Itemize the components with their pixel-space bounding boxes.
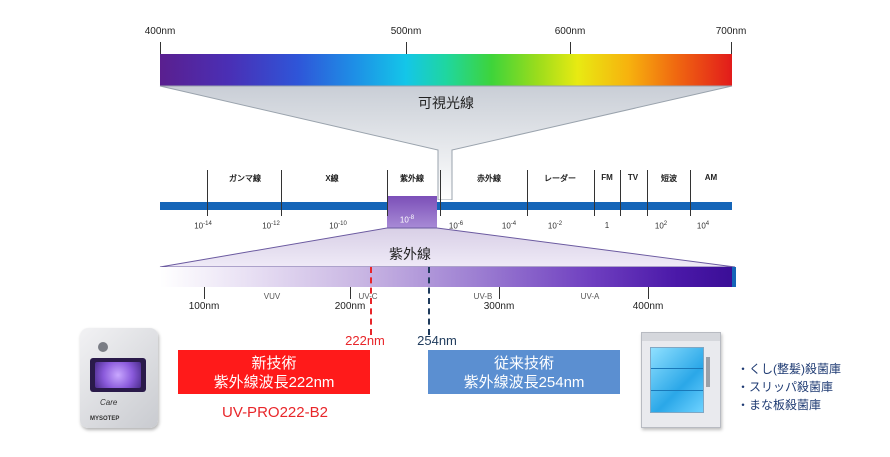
uv-tick-400: 400nm <box>632 301 664 312</box>
uv-tick-200: 200nm <box>334 301 366 312</box>
uv-tick-100: 100nm <box>188 301 220 312</box>
new-tech-line2: 紫外線波長222nm <box>213 374 335 391</box>
new-tech-model: UV-PRO222-B2 <box>222 404 328 421</box>
visible-tick-mark <box>406 42 407 54</box>
band-label: 短波 <box>661 174 677 183</box>
band-separator <box>281 170 282 216</box>
band-label: レーダー <box>544 174 576 183</box>
uv-title: 紫外線 <box>389 246 431 262</box>
exponent-label: 10-10 <box>329 221 347 231</box>
exponent-label: 102 <box>654 221 668 231</box>
list-item: ・スリッパ殺菌庫 <box>737 380 834 394</box>
uv-tick-mark <box>350 287 351 299</box>
uv-tick-mark <box>648 287 649 299</box>
band-separator <box>440 170 441 216</box>
uv-tick-300: 300nm <box>483 301 515 312</box>
marker-254-line <box>428 267 430 335</box>
exponent-label: 10-12 <box>262 221 280 231</box>
visible-tick-mark <box>731 42 732 54</box>
band-label: ガンマ線 <box>229 174 261 183</box>
uv-sterilizer-cabinet-icon <box>641 332 721 428</box>
uv-bar-end <box>732 267 736 287</box>
band-separator <box>527 170 528 216</box>
visible-tick-mark <box>570 42 571 54</box>
visible-tick-mark <box>160 42 161 54</box>
list-item: ・まな板殺菌庫 <box>737 398 822 412</box>
band-separator <box>647 170 648 216</box>
visible-tick-600: 600nm <box>554 26 586 37</box>
uv-region-uva: UV-A <box>580 292 600 301</box>
uv-region-vuv: VUV <box>263 292 281 301</box>
marker-222-label: 222nm <box>345 333 385 348</box>
device-sensor <box>98 342 108 352</box>
band-separator <box>620 170 621 216</box>
band-separator <box>207 170 208 216</box>
exponent-label: 10-8 <box>399 215 415 225</box>
marker-222-line <box>370 267 372 335</box>
uv-region-uvb: UV-B <box>473 292 493 301</box>
uv-tick-mark <box>499 287 500 299</box>
band-separator <box>594 170 595 216</box>
band-separator <box>387 170 388 216</box>
uv-region-uvc: UV-C <box>358 292 378 301</box>
band-label: X線 <box>325 174 339 183</box>
device-maker: MYSOTEP <box>90 416 120 422</box>
use-list: ・くし(整髪)殺菌庫 ・スリッパ殺菌庫 ・まな板殺菌庫 <box>737 360 841 414</box>
band-label: 紫外線 <box>400 174 424 183</box>
em-spectrum-bar <box>160 202 732 210</box>
cabinet-window <box>650 347 704 413</box>
band-label: AM <box>704 173 718 182</box>
device-brand: Care <box>100 398 118 407</box>
marker-254-label: 254nm <box>417 333 457 348</box>
exponent-label: 10-6 <box>448 221 464 231</box>
band-separator <box>690 170 691 216</box>
visible-tick-400: 400nm <box>144 26 176 37</box>
visible-funnel <box>159 85 733 200</box>
band-label: TV <box>627 173 639 182</box>
uv-highlight-box <box>387 196 437 228</box>
exponent-label: 104 <box>696 221 710 231</box>
exponent-label: 10-14 <box>194 221 212 231</box>
band-label: FM <box>601 173 613 182</box>
new-tech-box: 新技術 紫外線波長222nm <box>178 350 370 394</box>
old-tech-line2: 紫外線波長254nm <box>463 374 585 391</box>
list-item: ・くし(整髪)殺菌庫 <box>737 362 841 376</box>
old-tech-line1: 従来技術 <box>493 355 554 372</box>
uv-tick-mark <box>204 287 205 299</box>
uv-lamp-device-icon: Care MYSOTEP <box>80 328 158 428</box>
visible-spectrum-bar <box>160 54 732 86</box>
uv-spectrum-bar <box>160 267 735 287</box>
old-tech-box: 従来技術 紫外線波長254nm <box>428 350 620 394</box>
visible-tick-500: 500nm <box>390 26 422 37</box>
visible-tick-700: 700nm <box>715 26 747 37</box>
visible-light-title: 可視光線 <box>418 95 474 111</box>
exponent-label: 1 <box>604 221 610 230</box>
device-led-panel <box>90 358 146 392</box>
exponent-label: 10-4 <box>501 221 517 231</box>
new-tech-line1: 新技術 <box>251 355 297 372</box>
band-label: 赤外線 <box>477 174 501 183</box>
exponent-label: 10-2 <box>547 221 563 231</box>
